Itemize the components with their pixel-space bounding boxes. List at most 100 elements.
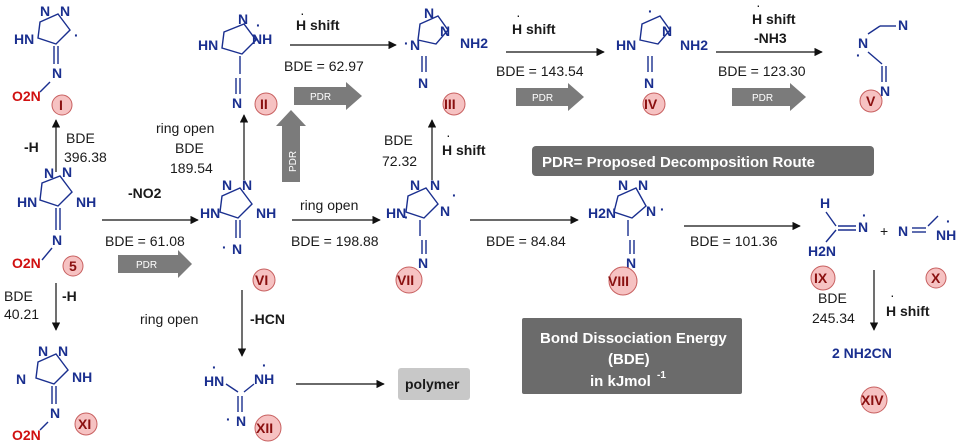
svg-text:BDE = 62.97: BDE = 62.97: [284, 58, 364, 74]
svg-text:N: N: [418, 255, 428, 271]
svg-text:O2N: O2N: [12, 88, 41, 104]
svg-text:VIII: VIII: [608, 273, 629, 289]
svg-text:N: N: [440, 203, 450, 219]
svg-text:·: ·: [446, 127, 451, 143]
svg-text:N: N: [898, 223, 908, 239]
badge-IX: [810, 265, 836, 291]
svg-text:N: N: [646, 203, 656, 219]
svg-text:O2N: O2N: [12, 427, 41, 443]
svg-text:IX: IX: [814, 270, 828, 286]
pdr-arrow-4: PDR: [516, 83, 584, 111]
svg-text:·: ·: [222, 239, 227, 255]
svg-text:H shift: H shift: [442, 142, 486, 158]
badge-XI: [74, 412, 98, 436]
badge-VI: [252, 268, 276, 292]
svg-text:XI: XI: [78, 416, 91, 432]
svg-text:N: N: [52, 65, 62, 81]
c5-n-top2: N: [62, 164, 72, 180]
svg-text:H shift: H shift: [886, 303, 930, 319]
compound-II: N HN NH · N II: [198, 11, 278, 116]
svg-text:BDE = 143.54: BDE = 143.54: [496, 63, 584, 79]
svg-text:N: N: [60, 3, 70, 19]
svg-text:-NO2: -NO2: [128, 185, 162, 201]
svg-text:NH: NH: [256, 205, 276, 221]
svg-text:·: ·: [212, 359, 217, 375]
badge-III: [442, 92, 466, 116]
step-5-I-bde-2: 396.38: [64, 149, 107, 165]
svg-text:N: N: [16, 371, 26, 387]
svg-text:N: N: [662, 23, 672, 39]
compound-I: N N HN · N O2N I: [12, 3, 79, 116]
compound-V: N N · N V: [856, 17, 908, 113]
svg-text:·: ·: [660, 201, 665, 217]
compound-XII: HN NH · · N · XII: [204, 357, 282, 442]
svg-text:·: ·: [404, 209, 409, 225]
bde-legend: Bond Dissociation Energy (BDE) in kJmol …: [522, 318, 742, 394]
svg-text:N: N: [410, 177, 420, 193]
svg-text:N: N: [232, 241, 242, 257]
svg-text:N: N: [430, 177, 440, 193]
badge-IV: [642, 92, 666, 116]
compound-VII: N N HN N · · N VII: [386, 177, 457, 294]
svg-text:-HCN: -HCN: [250, 311, 285, 327]
svg-text:(BDE): (BDE): [608, 351, 650, 368]
svg-text:N: N: [52, 232, 62, 248]
svg-text:·: ·: [256, 17, 261, 33]
svg-text:·: ·: [74, 27, 79, 43]
svg-text:·: ·: [516, 7, 521, 23]
svg-text:NH2: NH2: [680, 37, 708, 53]
svg-text:N: N: [644, 75, 654, 91]
svg-text:189.54: 189.54: [170, 160, 213, 176]
svg-text:H2N: H2N: [588, 205, 616, 221]
svg-text:IV: IV: [644, 96, 658, 112]
svg-text:N: N: [858, 219, 868, 235]
svg-text:BDE: BDE: [175, 140, 204, 156]
svg-text:PDR: PDR: [136, 260, 157, 271]
svg-text:NH: NH: [252, 31, 272, 47]
svg-text:XIV: XIV: [861, 392, 884, 408]
pdr-legend: PDR= Proposed Decomposition Route: [532, 146, 874, 176]
compound-IX: H N · H2N IX: [808, 195, 868, 291]
svg-text:·: ·: [226, 411, 231, 427]
svg-text:H: H: [820, 195, 830, 211]
svg-text:N: N: [238, 11, 248, 27]
svg-text:H shift: H shift: [296, 17, 340, 33]
svg-text:245.34: 245.34: [812, 310, 855, 326]
svg-text:ring open: ring open: [140, 311, 198, 327]
badge-I: [51, 94, 73, 116]
c5-hn: HN: [17, 194, 37, 210]
pdr-arrow-1: PDR: [118, 250, 192, 278]
svg-text:VI: VI: [255, 272, 268, 288]
svg-text:BDE = 198.88: BDE = 198.88: [291, 233, 379, 249]
step-5-I-action: -H: [24, 139, 39, 155]
svg-text:·: ·: [262, 357, 267, 373]
svg-text:5: 5: [69, 258, 77, 274]
svg-text:HN: HN: [14, 31, 34, 47]
svg-text:N: N: [898, 17, 908, 33]
svg-text:·: ·: [862, 207, 867, 223]
svg-text:NH: NH: [72, 369, 92, 385]
svg-text:N: N: [40, 3, 50, 19]
svg-text:II: II: [260, 96, 268, 112]
svg-text:40.21: 40.21: [4, 306, 39, 322]
svg-text:PDR: PDR: [310, 92, 331, 103]
compound-X: N NH · X: [898, 213, 956, 289]
svg-text:HN: HN: [200, 205, 220, 221]
svg-text:·: ·: [404, 35, 409, 51]
step-5-I-bde-1: BDE: [66, 130, 95, 146]
c5-nitro: O2N: [12, 255, 41, 271]
svg-text:-H: -H: [62, 288, 77, 304]
svg-text:·: ·: [756, 0, 761, 13]
svg-text:N: N: [236, 413, 246, 429]
polymer-box: polymer: [398, 368, 470, 400]
svg-text:in kJmol: in kJmol: [590, 373, 651, 390]
pdr-arrow-2: PDR: [276, 110, 306, 182]
svg-text:BDE = 84.84: BDE = 84.84: [486, 233, 566, 249]
svg-text:72.32: 72.32: [382, 153, 417, 169]
svg-text:HN: HN: [198, 37, 218, 53]
svg-text:PDR= Proposed Decomposition Ro: PDR= Proposed Decomposition Route: [542, 154, 815, 171]
svg-text:H2N: H2N: [808, 243, 836, 259]
compound-VI: N N HN NH N · VI: [200, 177, 276, 292]
svg-text:BDE = 61.08: BDE = 61.08: [105, 233, 185, 249]
svg-text:N: N: [858, 35, 868, 51]
